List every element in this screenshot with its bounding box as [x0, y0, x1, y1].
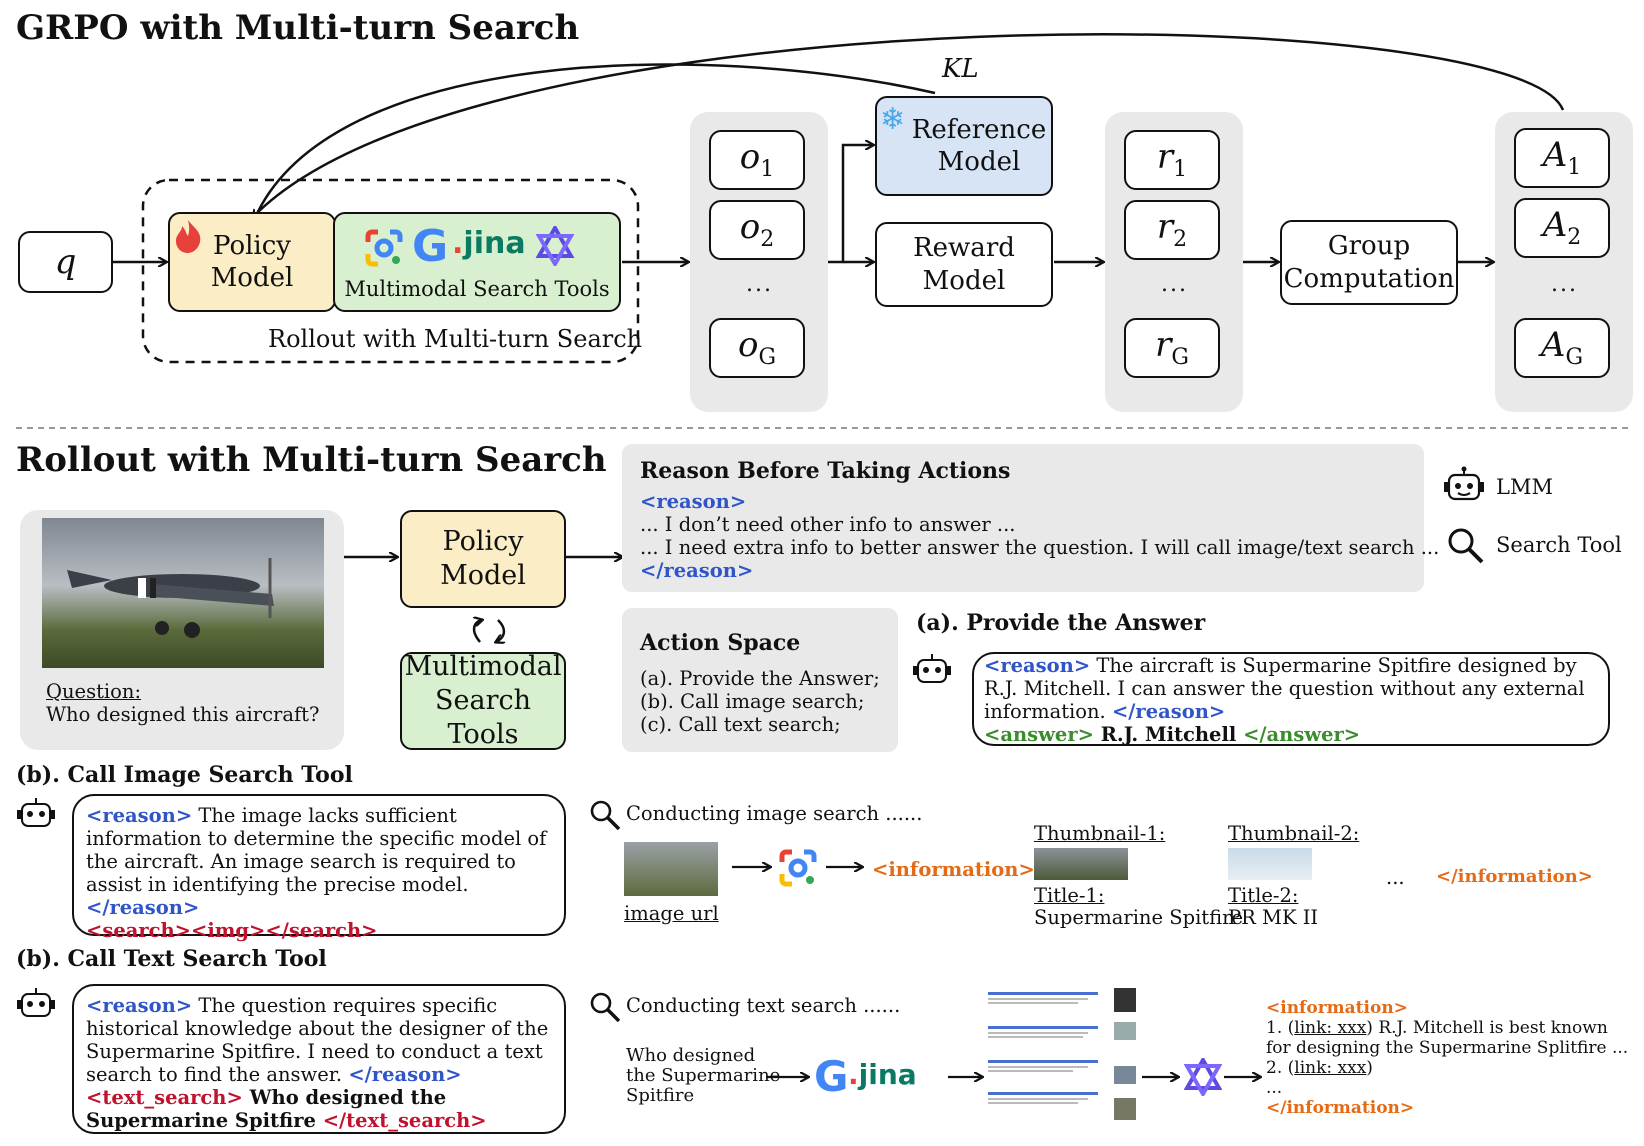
- legend-lmm: LMM: [1496, 475, 1553, 499]
- search-tools-label: Multimodal Search Tools: [344, 276, 610, 301]
- arrow-outputs-to-reference: [828, 145, 873, 264]
- query-box: q: [18, 231, 113, 293]
- reason-line-1: ... I don’t need other info to answer ..…: [640, 513, 1016, 536]
- snowflake-icon: ❄: [880, 102, 906, 137]
- info-open-tag: <information>: [872, 858, 1035, 881]
- query-symbol: q: [54, 241, 77, 282]
- google-icon: G: [814, 1052, 849, 1101]
- thumbnail-1-image: [1034, 848, 1128, 880]
- provide-answer-title: (a). Provide the Answer: [916, 610, 1206, 636]
- search-icon: [1446, 526, 1486, 566]
- info-close-tag: </information>: [1436, 866, 1593, 887]
- text-search-bubble: <reason> The question requires specific …: [72, 984, 566, 1134]
- text-search-results: <information> 1. (link: xxx) R.J. Mitche…: [1266, 998, 1629, 1118]
- image-search-status: Conducting image search ......: [626, 802, 923, 825]
- action-item: (b). Call image search;: [640, 690, 865, 713]
- output-item: o1: [709, 130, 805, 190]
- reason-open-tag: <reason>: [640, 490, 747, 513]
- question-label: Question:: [46, 680, 142, 703]
- thumbnail-1-label: Thumbnail-1:: [1034, 822, 1166, 845]
- rollout-dashed-frame: [141, 178, 640, 364]
- reward-item: r1: [1124, 130, 1220, 190]
- aircraft-image: [42, 518, 324, 668]
- flame-icon: [172, 218, 204, 254]
- search-icon: [588, 798, 622, 832]
- top-title: GRPO with Multi-turn Search: [16, 8, 580, 48]
- legend-search-tool: Search Tool: [1496, 533, 1622, 557]
- rerank-star-icon: [1184, 1058, 1222, 1096]
- reason-box-title: Reason Before Taking Actions: [640, 458, 1011, 484]
- google-lens-icon: [362, 226, 406, 270]
- cycle-arrow-right: [496, 619, 504, 642]
- robot-icon: [912, 652, 952, 688]
- action-space-box: [622, 608, 898, 752]
- output-ellipsis: ...: [746, 272, 773, 297]
- image-search-bubble: <reason> The image lacks sufficient info…: [72, 794, 566, 942]
- google-icon: G: [412, 221, 449, 272]
- advantage-ellipsis: ...: [1551, 272, 1578, 297]
- text-search-title: (b). Call Text Search Tool: [16, 946, 327, 972]
- rollout-label: Rollout with Multi-turn Search: [268, 325, 643, 353]
- bottom-title: Rollout with Multi-turn Search: [16, 440, 607, 480]
- rerank-star-icon: [535, 226, 575, 266]
- cycle-arrow-left: [472, 620, 482, 643]
- advantage-item: A2: [1514, 198, 1610, 258]
- image-search-title: (b). Call Image Search Tool: [16, 762, 353, 788]
- thumbnail-2-label: Thumbnail-2:: [1228, 822, 1360, 845]
- image-url-label: image url: [624, 902, 719, 925]
- title-1-text: Supermarine Spitfire: [1034, 906, 1244, 929]
- jina-logo: .jina: [452, 226, 526, 261]
- arrow-kl-to-policy: [255, 63, 936, 218]
- robot-icon: [16, 986, 56, 1022]
- action-item: (c). Call text search;: [640, 713, 841, 736]
- title-2-text: PR MK II: [1228, 906, 1319, 929]
- reason-close-tag: </reason>: [640, 559, 754, 582]
- search-icon: [588, 990, 622, 1024]
- advantage-item: A1: [1514, 128, 1610, 188]
- text-search-status: Conducting text search ......: [626, 994, 901, 1017]
- arrow-advantage-to-policy: [254, 33, 1565, 216]
- query-image-thumbnail: [624, 842, 718, 896]
- output-item: oG: [709, 318, 805, 378]
- search-results-screenshot: [988, 988, 1138, 1126]
- question-text: Who designed this aircraft?: [46, 703, 320, 726]
- title-1-label: Title-1:: [1034, 884, 1105, 907]
- search-tools-box: Multimodal Search Tools: [333, 212, 621, 312]
- title-2-label: Title-2:: [1228, 884, 1299, 907]
- reward-item: rG: [1124, 318, 1220, 378]
- reason-line-2: ... I need extra info to better answer t…: [640, 536, 1440, 559]
- output-item: o2: [709, 200, 805, 260]
- advantage-item: AG: [1514, 318, 1610, 378]
- reward-item: r2: [1124, 200, 1220, 260]
- action-space-title: Action Space: [640, 630, 801, 656]
- thumbnail-2-image: [1228, 848, 1312, 880]
- more-results-ellipsis: ...: [1386, 866, 1405, 889]
- answer-bubble: <reason> The aircraft is Supermarine Spi…: [972, 652, 1610, 746]
- action-item: (a). Provide the Answer;: [640, 667, 880, 690]
- robot-icon: [16, 796, 56, 832]
- robot-icon: [1442, 466, 1486, 506]
- reason-box: [622, 444, 1424, 592]
- jina-logo: .jina: [848, 1058, 917, 1091]
- google-lens-icon: [776, 846, 820, 890]
- reward-ellipsis: ...: [1161, 272, 1188, 297]
- kl-label: KL: [942, 54, 979, 84]
